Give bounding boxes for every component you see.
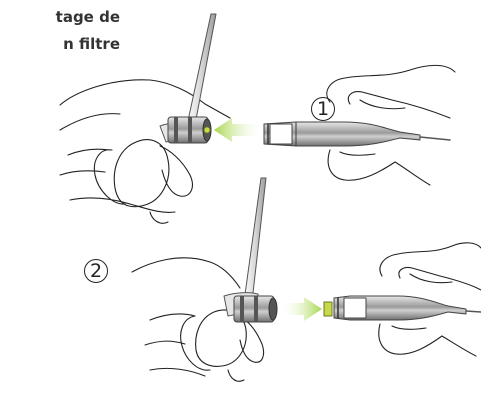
remove-arrow-2 xyxy=(282,297,322,321)
left-hand-2 xyxy=(132,258,240,376)
insert-arrow-1 xyxy=(214,118,262,142)
tip-2 xyxy=(244,178,266,302)
tip-1 xyxy=(186,14,216,130)
filter-2 xyxy=(324,302,332,316)
step-2-illustration xyxy=(132,178,481,381)
left-thumb-1 xyxy=(114,140,169,207)
left-hand-1 xyxy=(60,80,230,213)
step-1-illustration xyxy=(60,14,455,223)
